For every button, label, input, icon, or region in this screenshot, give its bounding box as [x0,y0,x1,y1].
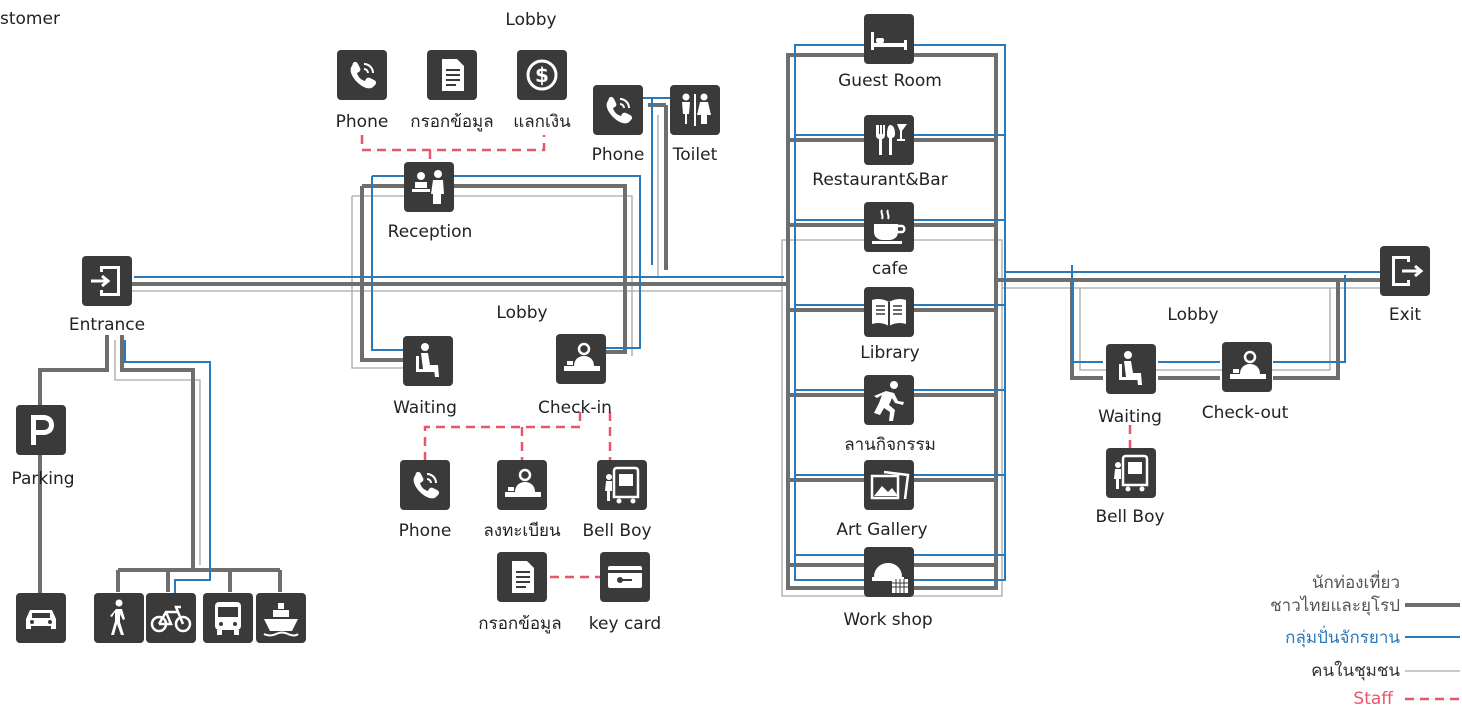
checkout-label: Check-out [1202,403,1289,423]
legend-tourist-line1: นักท่องเที่ยว [1312,570,1400,593]
waiting-1-node: Waiting [393,336,457,418]
form-2-label: กรอกข้อมูล [478,614,561,634]
restaurant-label: Restaurant&Bar [812,170,947,190]
document-icon [441,58,465,92]
waiting-2-node: Waiting [1098,344,1162,427]
bellboy-2-node: Bell Boy [1095,448,1165,527]
phone-3-label: Phone [399,521,452,541]
guest-room-node-tile [864,14,914,64]
keycard-node: key card [589,552,661,634]
checkin-node: Check-in [538,334,612,418]
cafe-label: cafe [872,259,908,279]
form-2-node: กรอกข้อมูล [478,552,562,634]
register-label: ลงทะเบียน [483,521,561,541]
entrance-node: Entrance [69,256,145,335]
library-node: Library [860,287,920,363]
tourist-routes [38,53,1380,595]
gallery-label: Art Gallery [836,520,927,540]
restaurant-node: Restaurant&Bar [812,115,948,190]
staff-routes [360,135,1132,579]
exchange-label: แลกเงิน [513,112,571,132]
car-node [16,593,66,643]
lobby-mid-label: Lobby [496,303,547,323]
lobby-top-label: Lobby [505,10,556,30]
bus-node [203,593,253,643]
phone-3-node: Phone [399,460,452,541]
bellboy-1-label: Bell Boy [582,521,651,541]
register-node: ลงทะเบียน [483,460,561,541]
guest-room-node: Guest Room [838,14,942,91]
parking-label: Parking [11,469,74,489]
exchange-node: แลกเงิน [513,50,571,132]
library-icon [871,297,907,327]
legend-cyclist: กลุ่มปั่นจักรยาน [1285,625,1400,648]
keycard-label: key card [589,614,661,634]
keycard-icon [608,566,642,588]
waiting-1-label: Waiting [393,398,457,418]
exit-label: Exit [1389,305,1422,325]
legend-staff: Staff [1353,689,1394,709]
phone-1-label: Phone [336,112,389,132]
phone-3-node-tile [400,460,450,510]
exit-node: Exit [1380,246,1430,325]
activity-label: ลานกิจกรรม [844,435,936,455]
bellboy-2-label: Bell Boy [1095,507,1164,527]
walk-node [94,593,144,643]
phone-2-label: Phone [592,145,645,165]
phone-1-node-tile [337,50,387,100]
activity-node: ลานกิจกรรม [844,375,936,455]
boat-node [256,593,306,643]
entrance-label: Entrance [69,315,145,335]
reception-label: Reception [388,222,473,242]
gallery-node: Art Gallery [836,460,928,540]
checkout-node: Check-out [1202,342,1289,423]
cafe-node: cafe [864,202,914,279]
community-routes [114,115,1380,597]
legend: นักท่องเที่ยว ชาวไทยและยุโรป กลุ่มปั่นจั… [1270,570,1460,709]
document-icon [511,560,535,594]
page-title-fragment: stomer [0,9,60,29]
legend-community: คนในชุมชน [1311,660,1400,681]
library-label: Library [860,343,919,363]
waiting-2-label: Waiting [1098,407,1162,427]
workshop-label: Work shop [843,610,932,630]
reception-node-tile [404,162,454,212]
workshop-node: Work shop [843,547,933,630]
phone-2-node-tile [593,85,643,135]
phone-1-node: Phone [336,50,389,132]
bellboy-1-node: Bell Boy [582,460,652,541]
lobby-right-label: Lobby [1167,305,1218,325]
boat-node-tile [256,593,306,643]
form-1-node: กรอกข้อมูล [410,50,494,132]
parking-node: Parking [11,405,75,489]
form-1-label: กรอกข้อมูล [410,112,493,132]
toilet-node: Toilet [670,85,720,165]
legend-tourist-line2: ชาวไทยและยุโรป [1270,595,1400,616]
phone-2-node: Phone [592,85,645,165]
bike-node [146,593,196,643]
toilet-label: Toilet [672,145,718,165]
reception-node: Reception [388,162,473,242]
guest-room-label: Guest Room [838,71,942,91]
route-lines [38,44,1380,597]
checkin-label: Check-in [538,398,612,418]
